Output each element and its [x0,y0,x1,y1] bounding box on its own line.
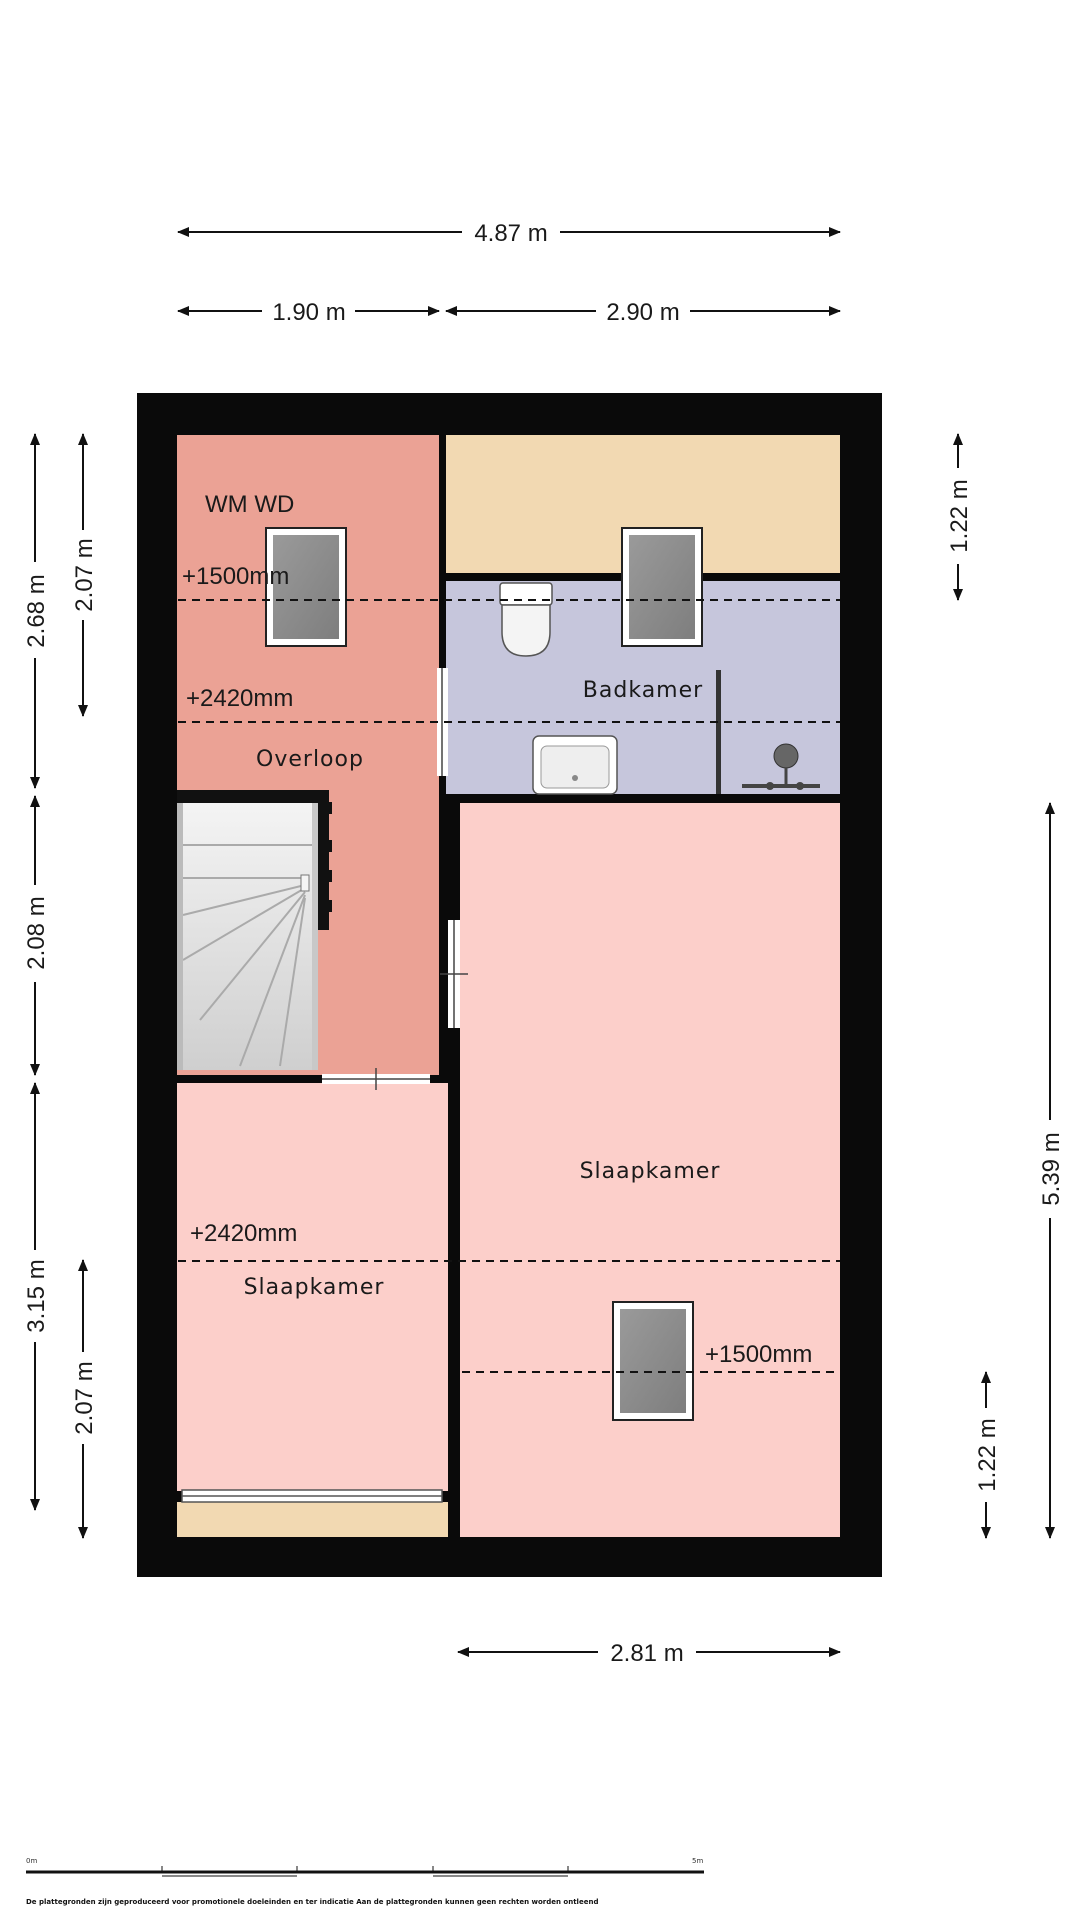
svg-text:2.07 m: 2.07 m [71,1361,98,1434]
svg-text:2.81 m: 2.81 m [610,1640,683,1667]
dim-left-inner-1: 2.07 m [71,433,98,717]
svg-text:4.87 m: 4.87 m [474,220,547,247]
footer-disclaimer: De plattegronden zijn geproduceerd voor … [26,1898,599,1906]
wall-landing-bedroom [448,803,460,1537]
svg-text:5.39 m: 5.39 m [1038,1132,1065,1205]
window-smallbed [181,1489,443,1503]
skylight-landing [265,527,347,647]
dim-left-inner-2: 2.07 m [71,1259,98,1539]
svg-text:2.68 m: 2.68 m [23,574,50,647]
svg-text:2.08 m: 2.08 m [23,896,50,969]
label-appliances: WM WD [205,491,294,518]
svg-text:2.07 m: 2.07 m [71,538,98,611]
shower-wall [716,670,721,794]
svg-text:1.22 m: 1.22 m [946,479,973,552]
label-height-bedroom-low: +1500mm [705,1341,812,1368]
dim-top-total: 4.87 m [177,220,841,247]
svg-text:2.90 m: 2.90 m [606,299,679,326]
dim-right-bottom: 1.22 m [974,1371,1001,1539]
svg-text:1.90 m: 1.90 m [272,299,345,326]
scale-end-label: 5m [692,1857,703,1865]
label-bedroom-small: Slaapkamer [244,1275,385,1300]
door-landing-smallbed [322,1068,430,1090]
label-height-landing-low: +1500mm [182,563,289,590]
label-height-landing-high: +2420mm [186,685,293,712]
label-height-smallbed: +2420mm [190,1220,297,1247]
label-bathroom: Badkamer [583,678,703,703]
svg-text:3.15 m: 3.15 m [23,1259,50,1332]
shower-head-icon [742,743,820,790]
skylight-bathroom [621,527,703,647]
dim-right-long: 5.39 m [1038,802,1065,1539]
dim-right-top: 1.22 m [946,433,973,601]
bedroom-small-room [177,1083,448,1491]
wall-bath-bedroom [446,794,840,803]
stair-balusters [178,790,332,912]
scale-bar: 0m 5m [26,1857,704,1877]
wall-landing-bath [439,435,446,803]
sink-icon [532,735,618,795]
dim-top-left: 1.90 m [177,299,440,326]
label-bedroom-large: Slaapkamer [580,1159,721,1184]
dim-left-outer-1: 2.68 m [23,433,50,789]
dim-left-outer-3: 3.15 m [23,1082,50,1511]
scale-start-label: 0m [26,1857,37,1865]
svg-text:1.22 m: 1.22 m [974,1418,1001,1491]
door-landing-bathroom [437,668,448,776]
dim-bottom: 2.81 m [457,1640,841,1667]
staircase [177,790,329,1070]
wall-landing-smallbed [177,1075,448,1083]
door-landing-bedroom [440,920,468,1028]
label-landing: Overloop [256,747,364,772]
toilet-icon [499,582,553,657]
skylight-bedroom [612,1301,694,1421]
dim-left-outer-2: 2.08 m [23,795,50,1076]
storage-bottom-left [177,1502,448,1537]
dim-top-right: 2.90 m [445,299,841,326]
